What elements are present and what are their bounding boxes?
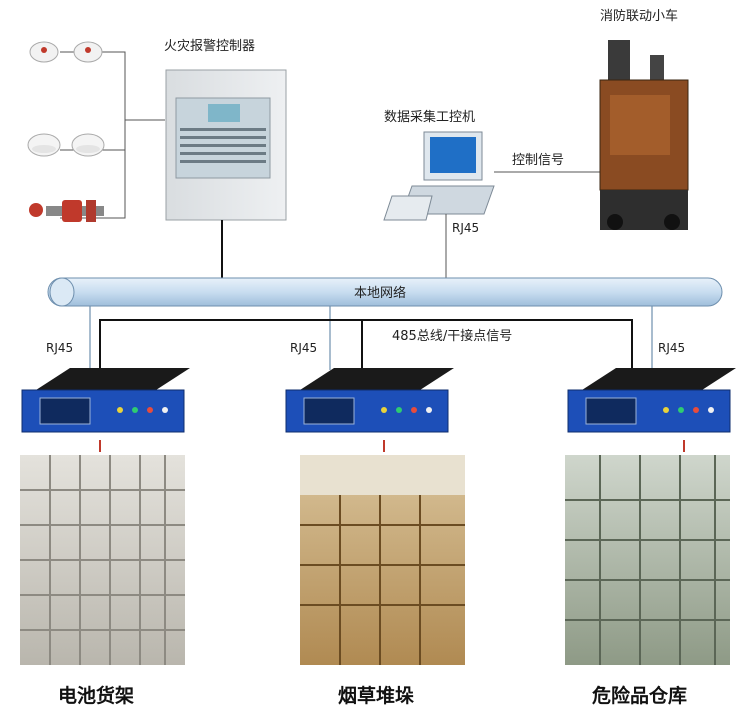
detector-device-mid xyxy=(285,368,454,433)
hazardous-warehouse-image xyxy=(565,455,730,665)
rs485-bus xyxy=(99,319,633,370)
alarm-valve-icon xyxy=(29,200,104,222)
fire-alarm-controller xyxy=(165,69,287,221)
rj45-drop-lines xyxy=(89,306,653,370)
bus-label: 485总线/干接点信号 xyxy=(392,328,512,344)
battery-rack-image xyxy=(20,455,185,665)
warehouse-caption: 烟草堆垛 xyxy=(338,684,414,707)
smoke-detector-icon xyxy=(73,41,103,63)
sensor-link-lines xyxy=(99,440,685,452)
heat-detector-icon xyxy=(71,133,105,157)
detector-device-right xyxy=(567,368,736,433)
warehouse-caption: 危险品仓库 xyxy=(592,684,687,707)
warehouse-caption: 电池货架 xyxy=(58,684,134,707)
rj45-right-label: RJ45 xyxy=(658,341,685,355)
control-signal-label: 控制信号 xyxy=(512,153,564,168)
rj45-mid-label: RJ45 xyxy=(290,341,317,355)
smoke-detector-icon xyxy=(29,41,59,63)
detector-device-left xyxy=(21,368,190,433)
tobacco-stack-image xyxy=(300,455,465,665)
fire-cart-image xyxy=(599,40,689,230)
ipc-label: 数据采集工控机 xyxy=(384,109,475,125)
heat-detector-icon xyxy=(27,133,61,157)
cart-label: 消防联动小车 xyxy=(600,8,678,24)
detector-wiring xyxy=(60,51,165,219)
fire-panel-label: 火灾报警控制器 xyxy=(164,38,255,54)
rj45-left-label: RJ45 xyxy=(46,341,73,355)
ipc-computer-icon xyxy=(383,131,495,221)
rj45-ipc-label: RJ45 xyxy=(452,221,479,235)
local-network-bus xyxy=(47,277,723,307)
network-label: 本地网络 xyxy=(354,285,406,301)
